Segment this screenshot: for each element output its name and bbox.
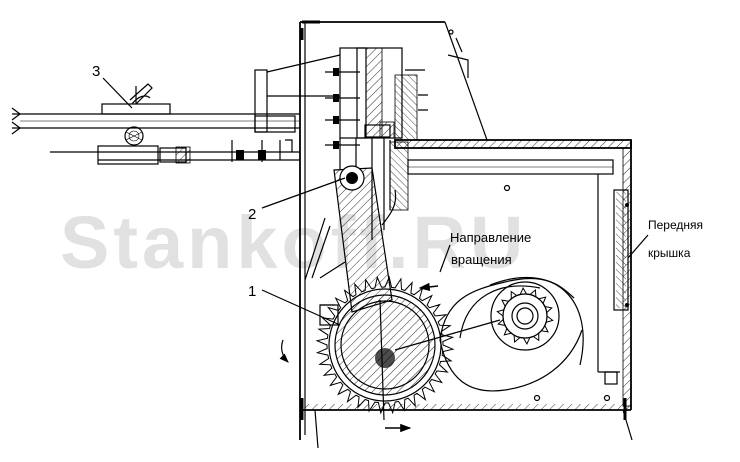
horizontal-rod-assembly [11,54,341,165]
front-cover-label-line1: Передняя [648,218,703,232]
rotation-label-line1: Направление [450,230,531,245]
callout-1: 1 [248,283,256,300]
rotation-arrows [279,244,451,433]
small-sprocket-teeth [496,287,554,345]
front-cover-plate [613,189,649,311]
rotation-label-line2: вращения [451,252,512,267]
large-gear-teeth [315,275,455,415]
large-drive-gear [315,275,455,415]
leader-lines [102,77,501,351]
drive-belt [439,276,584,392]
watermark-text: Stankoff.RU [60,201,527,284]
callout-2: 2 [248,206,256,223]
housing-frame [299,20,633,449]
upper-guide-assembly [325,47,428,240]
callout-3: 3 [92,63,100,80]
small-sprocket [490,281,560,351]
front-cover-label-line2: крышка [648,246,691,260]
